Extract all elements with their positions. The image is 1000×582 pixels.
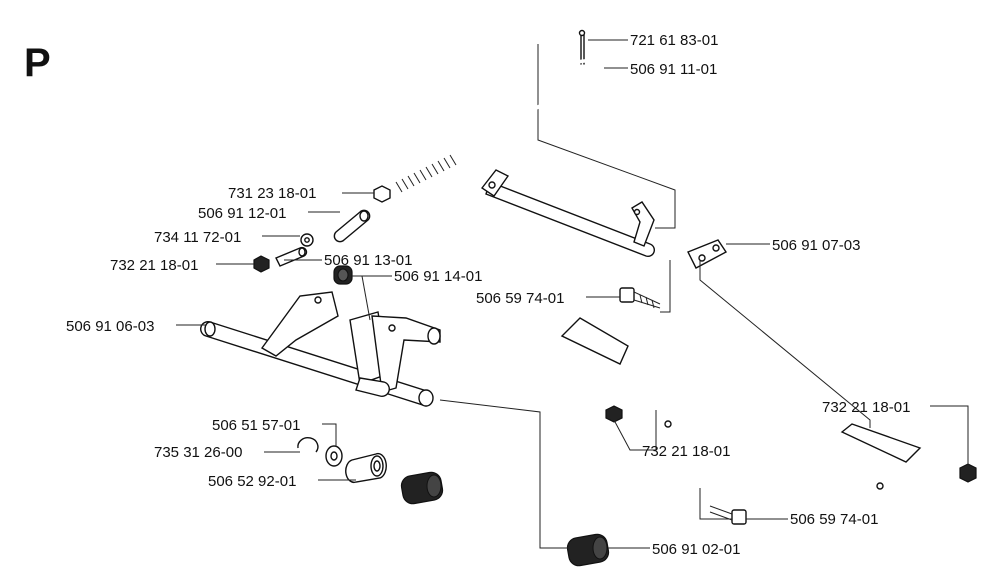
part-label-732-21-18-01-middle: 732 21 18-01: [642, 443, 730, 460]
part-label-506-91-12-01: 506 91 12-01: [198, 205, 286, 222]
exploded-view-drawing: [200, 29, 977, 567]
bolt-upper-part: [619, 287, 661, 309]
hex-nut-part: [373, 185, 391, 203]
bolt-lower-part: [709, 505, 747, 525]
rocker-shaft-part: [480, 169, 728, 269]
control-rod-part: [388, 58, 602, 193]
part-label-732-21-18-01-right: 732 21 18-01: [822, 399, 910, 416]
part-label-731-23-18-01: 731 23 18-01: [228, 185, 316, 202]
front-bushing-part: [400, 471, 444, 505]
part-label-506-52-92-01: 506 52 92-01: [208, 473, 296, 490]
part-label-735-31-26-00: 735 31 26-00: [154, 444, 242, 461]
cotter-pin-part: [578, 29, 586, 65]
link-rod-part: [416, 374, 553, 484]
bushing-part: [333, 265, 353, 285]
part-label-506-91-13-01: 506 91 13-01: [324, 252, 412, 269]
leader-lines: [176, 39, 969, 549]
part-label-506-59-74-01-upper: 506 59 74-01: [476, 290, 564, 307]
part-label-734-11-72-01: 734 11 72-01: [154, 229, 241, 246]
part-labels: 721 61 83-01 506 91 11-01 731 23 18-01 5…: [66, 32, 910, 558]
part-label-506-91-02-01: 506 91 02-01: [652, 541, 740, 558]
washer-clip-stack: [297, 437, 387, 484]
section-letter: P: [24, 41, 51, 85]
part-label-506-91-06-03: 506 91 06-03: [66, 318, 154, 335]
main-frame-part: [472, 317, 945, 545]
lock-nut-right-part: [959, 463, 977, 483]
lock-nut-middle-part: [605, 405, 623, 423]
part-label-506-91-11-01: 506 91 11-01: [630, 61, 717, 78]
part-label-721-61-83-01: 721 61 83-01: [630, 32, 718, 49]
main-axle-part: [200, 291, 441, 407]
pin-part: [275, 246, 308, 267]
spacer-tube-part: [333, 209, 371, 243]
part-label-506-59-74-01-lower: 506 59 74-01: [790, 511, 878, 528]
lock-nut-left-part: [253, 255, 270, 273]
part-label-506-91-14-01: 506 91 14-01: [394, 268, 482, 285]
part-label-732-21-18-01-left: 732 21 18-01: [110, 257, 198, 274]
frame-bushing-part: [566, 533, 610, 567]
part-label-506-51-57-01: 506 51 57-01: [212, 417, 300, 434]
part-label-506-91-07-03: 506 91 07-03: [772, 237, 860, 254]
